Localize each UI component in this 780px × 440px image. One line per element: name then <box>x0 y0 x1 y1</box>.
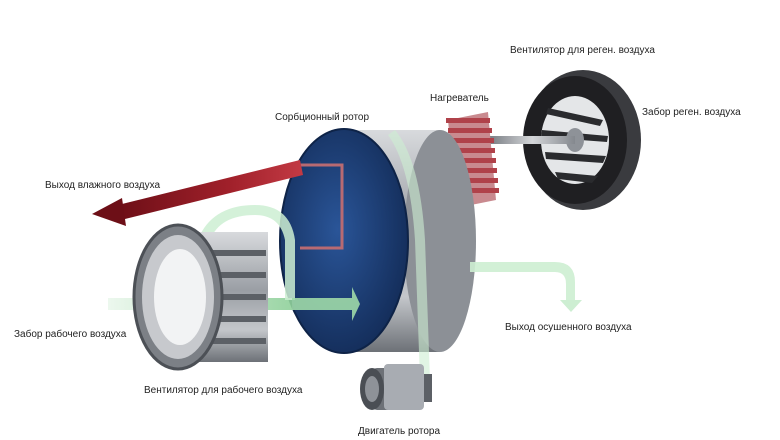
process-fan <box>132 223 268 371</box>
wet-air-arrow <box>92 160 303 226</box>
label-rotor: Сорбционный ротор <box>275 112 370 123</box>
label-wet-air-outlet: Выход влажного воздуха <box>45 180 161 191</box>
label-process-air-intake: Забор рабочего воздуха <box>14 329 127 340</box>
label-dry-air-outlet: Выход осушенного воздуха <box>505 322 632 333</box>
label-heater: Нагреватель <box>430 93 489 104</box>
label-process-fan: Вентилятор для рабочего воздуха <box>144 385 303 396</box>
regen-fan <box>490 70 641 210</box>
sorption-rotor <box>279 128 476 354</box>
label-regen-intake: Забор реген. воздуха <box>642 107 741 118</box>
rotor-motor <box>360 364 432 410</box>
label-rotor-motor: Двигатель ротора <box>358 426 441 437</box>
label-regen-fan: Вентилятор для реген. воздуха <box>510 45 655 56</box>
